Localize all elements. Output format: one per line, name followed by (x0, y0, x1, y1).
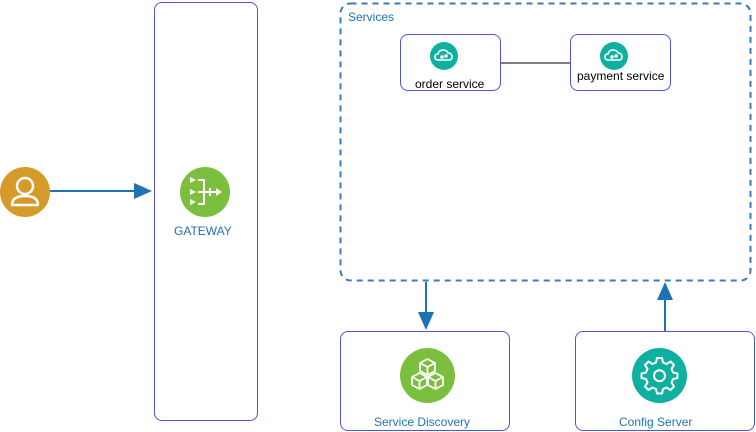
payment-service-label: payment service (577, 69, 665, 83)
cloud-service-icon (600, 42, 628, 70)
user-icon[interactable] (0, 167, 50, 217)
services-group-label: Services (348, 10, 395, 24)
config-server-label: Config Server (619, 415, 693, 429)
order-service-label: order service (415, 77, 485, 91)
cubes-icon (400, 348, 455, 403)
gateway-label: GATEWAY (174, 224, 232, 238)
service-discovery-box[interactable] (340, 331, 510, 431)
service-discovery-label: Service Discovery (374, 415, 471, 429)
cloud-service-icon (430, 42, 458, 70)
gear-icon (632, 348, 687, 403)
api-gateway-icon (180, 167, 230, 217)
services-group-border (339, 2, 752, 282)
